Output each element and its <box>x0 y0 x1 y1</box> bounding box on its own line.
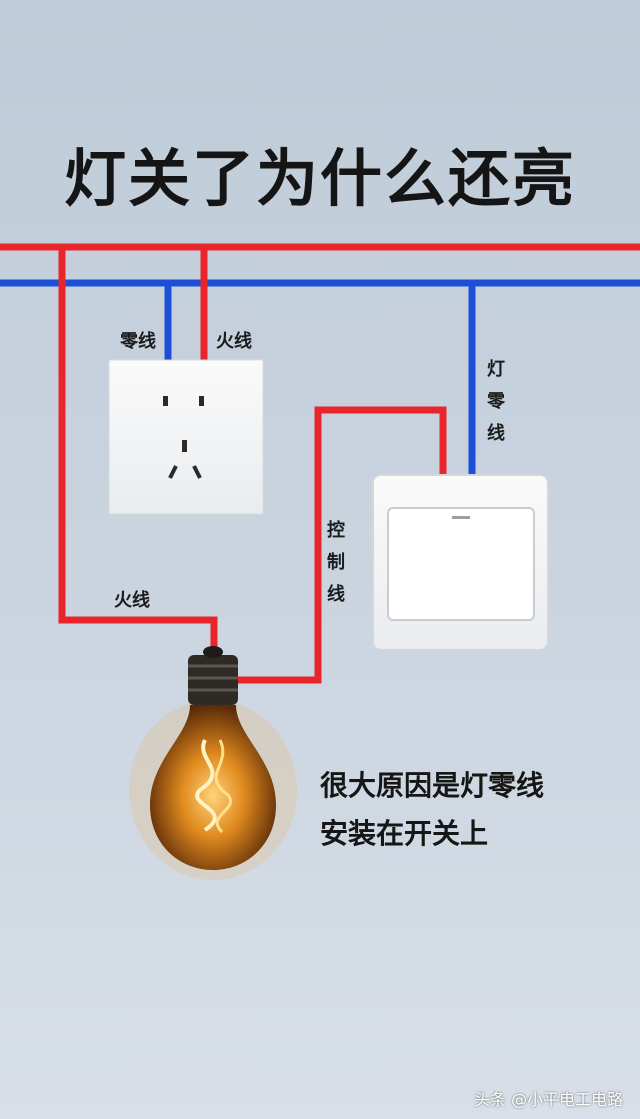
note-line-2: 安装在开关上 <box>320 817 489 850</box>
bulb-live-wire <box>58 247 218 648</box>
page-title: 灯关了为什么还亮 <box>63 142 576 215</box>
note-line-1: 很大原因是灯零线 <box>320 769 545 802</box>
lamp-neutral-label: 灯零线 <box>487 359 505 444</box>
switch-icon <box>372 474 549 651</box>
live-socket-label: 火线 <box>216 331 252 352</box>
light-bulb-icon <box>129 646 297 880</box>
live-bulb-label: 火线 <box>114 590 150 611</box>
control-wire-label: 控制线 <box>327 520 345 605</box>
neutral-label: 零线 <box>120 331 156 352</box>
socket-icon <box>108 359 264 515</box>
control-wire <box>236 406 447 684</box>
watermark: 头条 @小平电工电路 <box>474 1090 624 1109</box>
